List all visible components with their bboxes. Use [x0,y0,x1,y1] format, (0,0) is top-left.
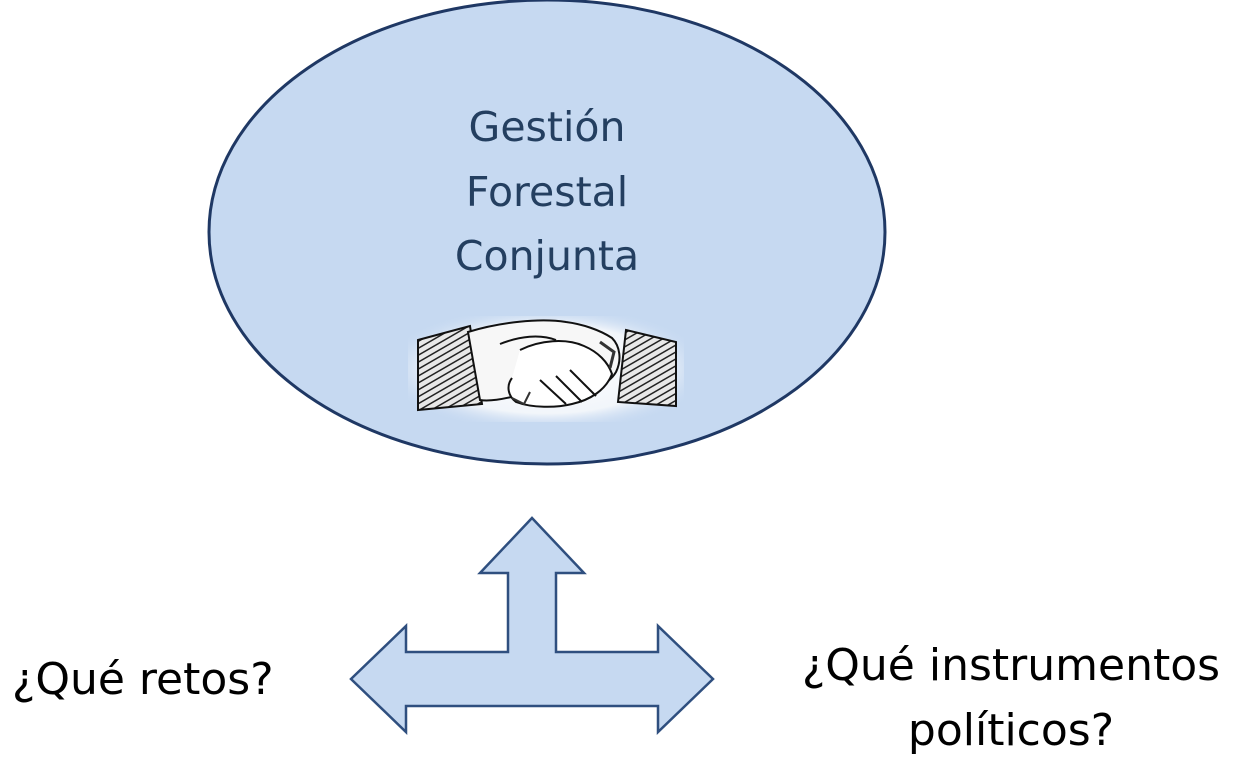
handshake-icon [408,316,684,422]
right-question-line-2: políticos? [908,705,1114,756]
left-question-label: ¿Qué retos? [12,654,274,705]
three-way-arrow-icon [349,516,715,735]
center-title-line-3: Conjunta [455,232,639,280]
center-title-line-1: Gestión [469,103,626,151]
right-question-line-1: ¿Qué instrumentos [802,640,1220,691]
central-ellipse [207,0,887,466]
center-title-line-2: Forestal [466,168,628,216]
